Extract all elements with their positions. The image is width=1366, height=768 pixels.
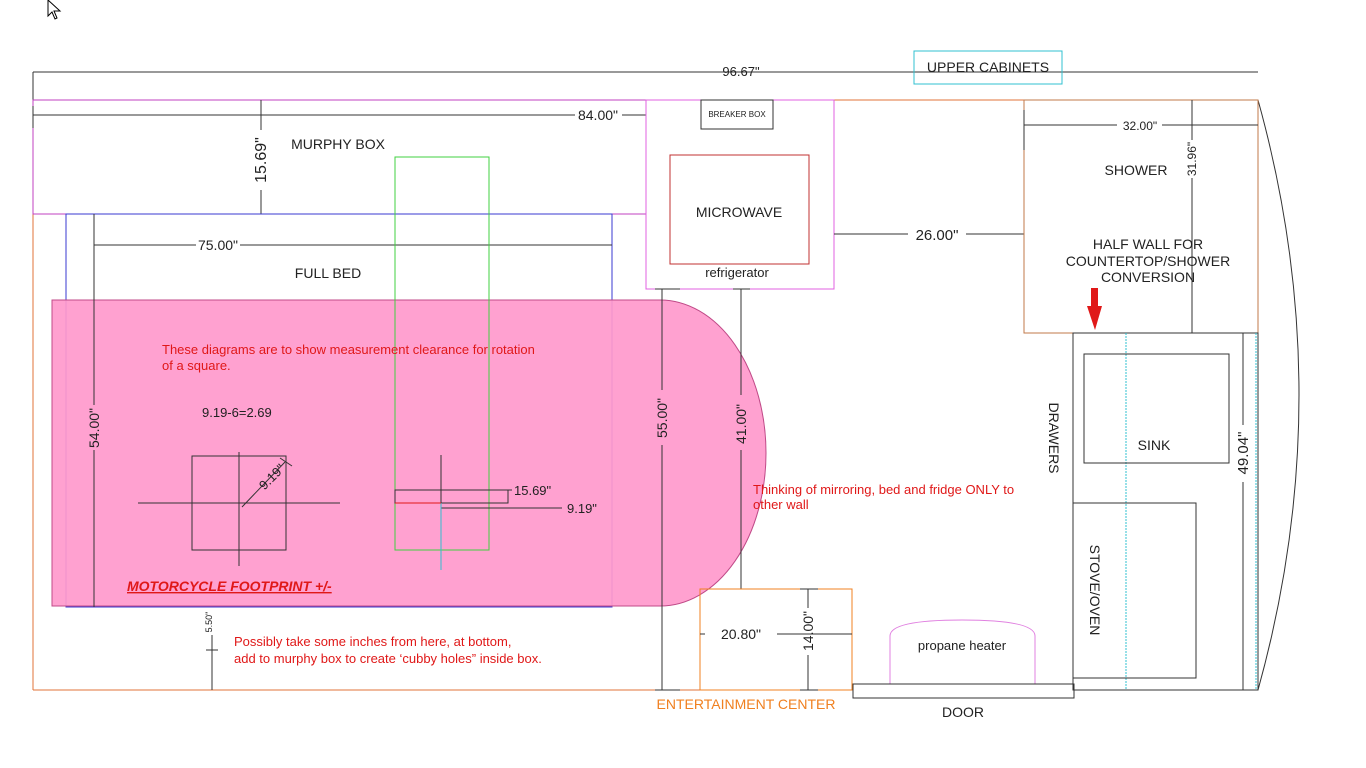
mirroring-note-line1: Thinking of mirroring, bed and fridge ON… bbox=[753, 482, 1014, 497]
bed-length-label: 75.00" bbox=[198, 237, 238, 253]
van-nose-curve bbox=[1257, 99, 1300, 691]
stove-label: STOVE/OVEN bbox=[1087, 545, 1103, 636]
shower-box bbox=[1023, 99, 1259, 334]
murphy-box bbox=[32, 99, 647, 215]
motorcycle-footprint-label: MOTORCYCLE FOOTPRINT +/- bbox=[127, 578, 332, 594]
mouse-cursor-icon bbox=[47, 0, 62, 20]
microwave-label: MICROWAVE bbox=[696, 204, 782, 220]
bottom-gap-label: 5.50" bbox=[204, 612, 214, 633]
half-wall-label-3: CONVERSION bbox=[1101, 269, 1195, 285]
entertainment-width-label: 20.80" bbox=[721, 626, 761, 642]
shower-label: SHOWER bbox=[1105, 162, 1168, 178]
breaker-box bbox=[700, 99, 774, 130]
refrigerator-label: refrigerator bbox=[705, 265, 769, 280]
microwave-box bbox=[669, 154, 810, 265]
murphy-depth-label: 15.69" bbox=[253, 137, 270, 183]
stove-box bbox=[1072, 502, 1197, 679]
motorcycle-footprint bbox=[51, 299, 767, 607]
full-bed-label: FULL BED bbox=[295, 265, 361, 281]
motorcycle-length-outline bbox=[394, 156, 490, 551]
propane-heater-label: propane heater bbox=[918, 638, 1007, 653]
aisle-41-dimension bbox=[733, 288, 750, 589]
possibly-note-line2: add to murphy box to create ‘cubby holes… bbox=[234, 651, 542, 666]
aisle-55-dimension bbox=[655, 288, 680, 691]
red-arrow-icon bbox=[1087, 288, 1102, 330]
upper-cabinets-box bbox=[913, 50, 1063, 85]
kitchen-length-label: 49.04" bbox=[1235, 432, 1252, 475]
calc-label: 9.19-6=2.69 bbox=[202, 405, 272, 420]
sink-label: SINK bbox=[1138, 437, 1171, 453]
shower-depth-label: 31.96" bbox=[1185, 142, 1199, 176]
sink-box bbox=[1083, 353, 1230, 464]
door-label: DOOR bbox=[942, 704, 984, 720]
bed-width-label: 54.00" bbox=[86, 408, 102, 448]
shower-width-label: 32.00" bbox=[1123, 119, 1157, 133]
overall-dimension bbox=[32, 71, 1258, 100]
entertainment-dimensions bbox=[700, 588, 852, 691]
murphy-box-label: MURPHY BOX bbox=[291, 136, 386, 152]
half-wall-label-2: COUNTERTOP/SHOWER bbox=[1066, 253, 1230, 269]
rotation-square-1 bbox=[138, 452, 340, 566]
possibly-note-line1: Possibly take some inches from here, at … bbox=[234, 634, 511, 649]
half-wall-label-1: HALF WALL FOR bbox=[1093, 236, 1203, 252]
rotation-note-line2: of a square. bbox=[162, 358, 231, 373]
shower-dimensions bbox=[1023, 100, 1258, 333]
upper-cabinets-label: UPPER CABINETS bbox=[927, 59, 1049, 75]
moto-15-label: 15.69" bbox=[514, 483, 552, 498]
murphy-length-label: 84.00" bbox=[578, 107, 618, 123]
moto-9-label: 9.19" bbox=[567, 501, 597, 516]
drawers-label: DRAWERS bbox=[1046, 402, 1062, 473]
fridge-gap-label: 26.00" bbox=[916, 227, 959, 244]
entertainment-depth-label: 14.00" bbox=[800, 611, 816, 651]
bottom-gap-dimension bbox=[206, 635, 218, 690]
door bbox=[852, 683, 1075, 699]
entertainment-center-label: ENTERTAINMENT CENTER bbox=[657, 696, 836, 712]
rotation-note-line1: These diagrams are to show measurement c… bbox=[162, 342, 535, 357]
propane-heater bbox=[889, 619, 1036, 684]
aisle-41-label: 41.00" bbox=[733, 404, 749, 444]
overall-dimension-label: 96.67" bbox=[722, 64, 760, 79]
breaker-box-label: BREAKER BOX bbox=[708, 110, 766, 119]
kitchen-counter bbox=[1072, 332, 1259, 691]
mirroring-note-line2: other wall bbox=[753, 497, 809, 512]
entertainment-center-box bbox=[699, 588, 853, 691]
murphy-length-dimension bbox=[32, 106, 646, 128]
aisle-55-label: 55.00" bbox=[654, 398, 670, 438]
